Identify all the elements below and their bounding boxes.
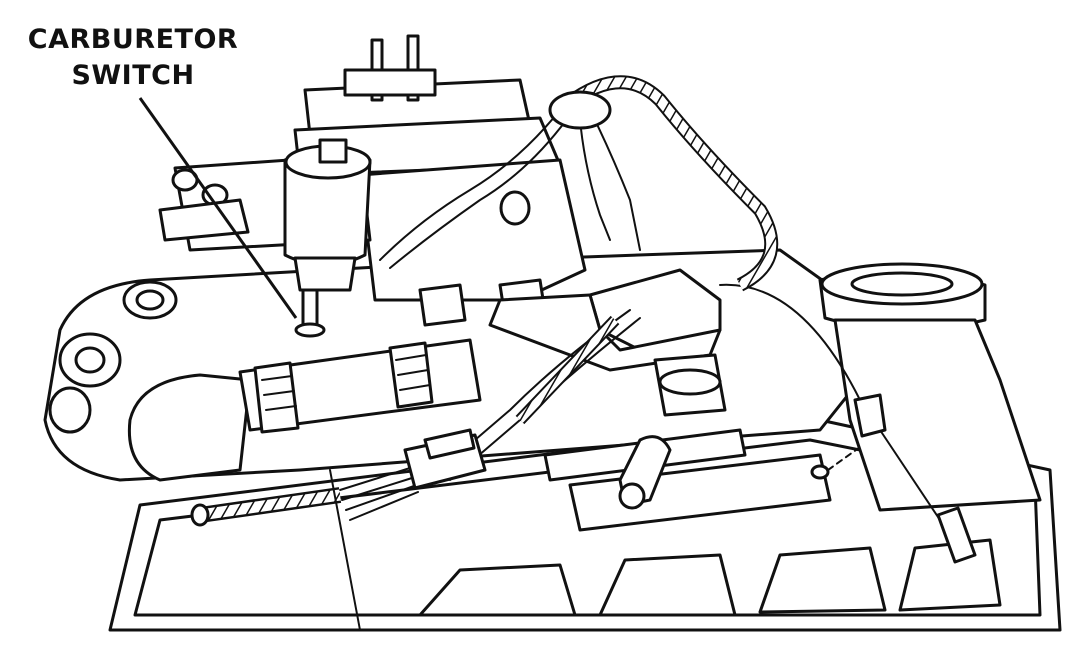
- throttle-linkage: [543, 428, 871, 532]
- block-edge-line: [329, 469, 361, 631]
- vacuum-hose: [238, 338, 482, 434]
- carburetor-switch: [283, 138, 372, 338]
- callout-label: CARBURETOR SWITCH: [18, 22, 248, 94]
- cable-end: [936, 506, 977, 564]
- callout-leader-line: [138, 97, 298, 319]
- wiring-harness: [379, 75, 779, 481]
- callout-line-2: SWITCH: [71, 60, 195, 91]
- callout-line-1: CARBURETOR: [27, 24, 239, 55]
- cable-ferrule: [853, 393, 887, 438]
- harness-bracket: [488, 268, 727, 417]
- oil-filler-cap: [818, 262, 1042, 512]
- harness-connector: [190, 428, 487, 527]
